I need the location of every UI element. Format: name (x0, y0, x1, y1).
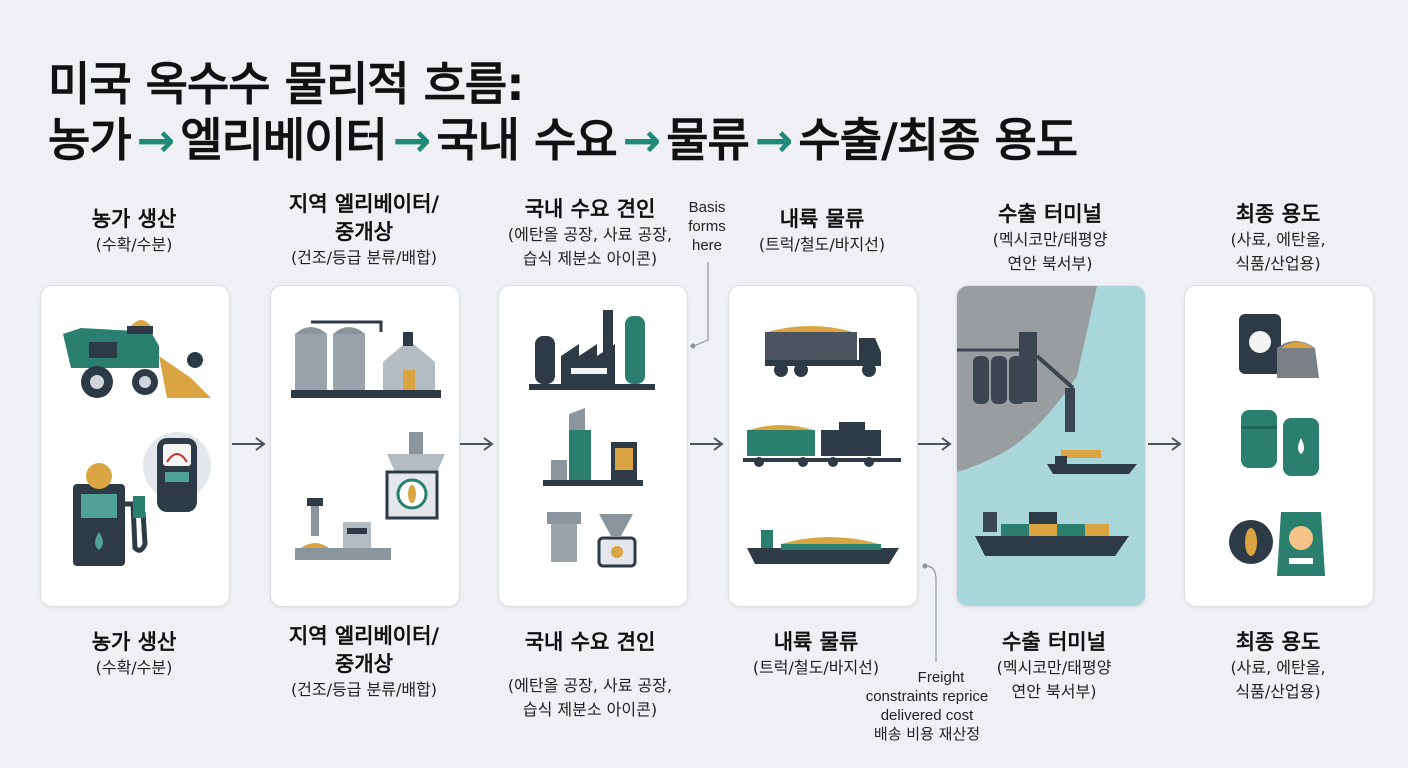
title-line-2: 농가→엘리베이터→국내 수요→물류→수출/최종 용도 (48, 112, 1078, 168)
flow-arrow-icon (918, 437, 952, 451)
feed-bag-icon (1239, 314, 1319, 378)
stage-title: 중개상 (335, 652, 393, 676)
stage-card-logistics (728, 285, 918, 607)
ethanol-barrel-icon (1241, 410, 1319, 476)
freight-note-line: delivered cost (880, 707, 974, 724)
stage-title: 농가 생산 (91, 630, 177, 654)
fuel-pump-icon (73, 463, 148, 566)
grain-truck-icon (765, 326, 881, 377)
title-line-1: 미국 옥수수 물리적 흐름: (48, 57, 525, 111)
stage-title: 최종 용도 (1235, 630, 1321, 654)
stage-card-farm (40, 285, 230, 607)
stage-subtitle: (사료, 에탄올, (1230, 230, 1326, 249)
stage-card-enduse (1184, 285, 1374, 607)
stage-caption-enduse: 최종 용도 (사료, 에탄올, 식품/산업용) (1168, 628, 1388, 704)
barge-icon (747, 530, 899, 564)
stage-subtitle: (멕시코만/태평양 (992, 230, 1108, 249)
export-elevator-icon (957, 286, 1097, 472)
basis-note-line: Basis (688, 199, 726, 216)
freight-leader-line (925, 565, 937, 662)
title-step-domestic: 국내 수요 (436, 113, 617, 167)
freight-leader-dot (922, 563, 928, 569)
basis-note: Basis forms here (680, 198, 734, 255)
stage-header-export: 수출 터미널 (멕시코만/태평양 연안 북서부) (940, 200, 1160, 276)
stage-subtitle: (트럭/철도/바지선) (758, 235, 886, 254)
stage-card-domestic (498, 285, 688, 607)
basis-note-line: forms (688, 218, 726, 235)
stage-card-elevator (270, 285, 460, 607)
stage-subtitle: (사료, 에탄올, (1230, 658, 1326, 677)
flow-arrow-icon (232, 437, 266, 451)
flow-arrow-icon (690, 437, 724, 451)
stage-header-elevator: 지역 엘리베이터/ 중개상 (건조/등급 분류/배합) (254, 190, 474, 270)
page-title: 미국 옥수수 물리적 흐름: 농가→엘리베이터→국내 수요→물류→수출/최종 용… (48, 56, 1078, 168)
stage-subtitle: (건조/등급 분류/배합) (290, 248, 438, 267)
stage-card-export (956, 285, 1146, 607)
stage-header-logistics: 내륙 물류 (트럭/철도/바지선) (712, 205, 932, 257)
stage-subtitle: 습식 제분소 아이콘) (522, 700, 658, 719)
stage-subtitle: 연안 북서부) (1011, 682, 1097, 701)
stage-subtitle: (수확/수분) (95, 658, 173, 677)
container-ship-icon (975, 450, 1137, 556)
stage-subtitle: (수확/수분) (95, 235, 173, 254)
stage-subtitle: 연안 북서부) (1007, 254, 1093, 273)
stage-subtitle: (건조/등급 분류/배합) (290, 680, 438, 699)
stage-title: 최종 용도 (1235, 202, 1321, 226)
basis-leader-dot (690, 343, 696, 349)
stage-header-domestic: 국내 수요 견인 (에탄올 공장, 사료 공장, 습식 제분소 아이콘) (480, 195, 700, 271)
food-package-icon (1229, 512, 1325, 576)
freight-note-line: constraints reprice (865, 688, 989, 705)
stage-subtitle: (에탄올 공장, 사료 공장, (507, 676, 673, 695)
title-arrow-icon: → (392, 113, 432, 167)
stage-subtitle: (에탄올 공장, 사료 공장, (507, 225, 673, 244)
stage-title: 지역 엘리베이터/ (288, 192, 440, 216)
stage-title: 국내 수요 견인 (524, 630, 656, 654)
moisture-meter-icon (143, 432, 211, 512)
stage-title: 내륙 물류 (779, 207, 865, 231)
title-step-farm: 농가 (48, 113, 132, 167)
stage-caption-farm: 농가 생산 (수확/수분) (24, 628, 244, 680)
ethanol-plant-icon (529, 310, 655, 390)
basis-note-line: here (691, 237, 723, 254)
stage-caption-logistics: 내륙 물류 (트럭/철도/바지선) (706, 628, 926, 680)
title-step-export: 수출/최종 용도 (798, 113, 1078, 167)
stage-caption-export: 수출 터미널 (멕시코만/태평양 연안 북서부) (944, 628, 1164, 704)
feed-mill-icon (543, 408, 643, 486)
stage-title: 농가 생산 (91, 207, 177, 231)
stage-title: 국내 수요 견인 (524, 197, 656, 221)
freight-note-korean: 배송 비용 재산정 (873, 725, 981, 743)
title-arrow-icon: → (136, 113, 176, 167)
title-arrow-icon: → (754, 113, 794, 167)
grading-lab-icon (295, 498, 391, 560)
flow-arrow-icon (460, 437, 494, 451)
title-arrow-icon: → (622, 113, 662, 167)
stage-subtitle: 식품/산업용) (1235, 254, 1321, 273)
stage-title: 수출 터미널 (1002, 630, 1106, 654)
title-step-elevator: 엘리베이터 (180, 113, 388, 167)
basis-leader-line (693, 262, 709, 347)
stage-title: 중개상 (335, 220, 393, 244)
combine-harvester-icon (63, 320, 211, 398)
stage-subtitle: (멕시코만/태평양 (996, 658, 1112, 677)
wet-mill-icon (547, 512, 637, 568)
stage-subtitle: (트럭/철도/바지선) (752, 658, 880, 677)
stage-header-enduse: 최종 용도 (사료, 에탄올, 식품/산업용) (1168, 200, 1388, 276)
stage-subtitle: 습식 제분소 아이콘) (522, 249, 658, 268)
stage-title: 수출 터미널 (998, 202, 1102, 226)
freight-note-line: Freight (917, 669, 965, 686)
stage-subtitle: 식품/산업용) (1235, 682, 1321, 701)
flow-arrow-icon (1148, 437, 1182, 451)
hopper-train-icon (743, 422, 901, 467)
stage-caption-elevator: 지역 엘리베이터/ 중개상 (건조/등급 분류/배합) (254, 622, 474, 702)
stage-header-farm: 농가 생산 (수확/수분) (24, 205, 244, 257)
freight-note: Freight constraints reprice delivered co… (852, 668, 1002, 744)
stage-title: 지역 엘리베이터/ (288, 624, 440, 648)
stage-title: 내륙 물류 (773, 630, 859, 654)
grain-silo-icon (291, 320, 441, 398)
grain-dryer-icon (385, 432, 445, 520)
stage-caption-domestic: 국내 수요 견인 (에탄올 공장, 사료 공장, 습식 제분소 아이콘) (480, 628, 700, 722)
title-step-logistics: 물류 (666, 113, 750, 167)
